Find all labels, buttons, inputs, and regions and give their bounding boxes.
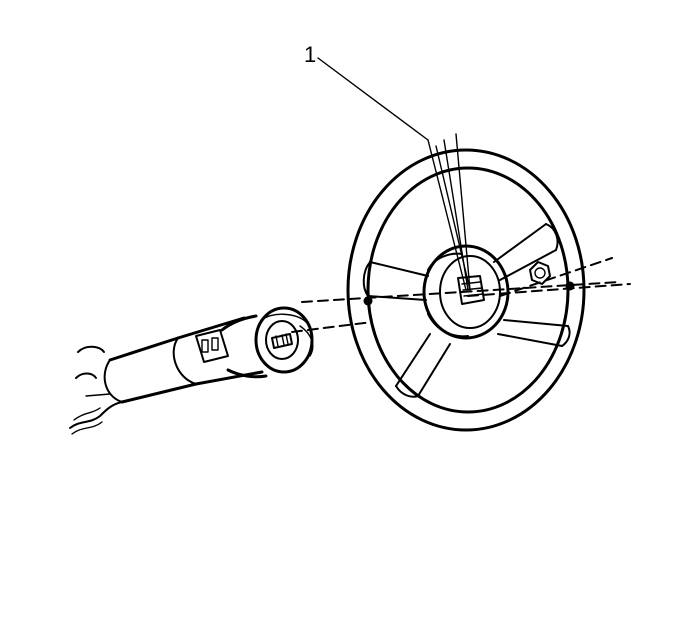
steering-column [69,306,314,435]
callout-1: 1 [304,42,471,291]
callout-label: 1 [304,42,316,67]
retaining-nut [529,261,551,285]
steering-wheel [346,148,586,432]
